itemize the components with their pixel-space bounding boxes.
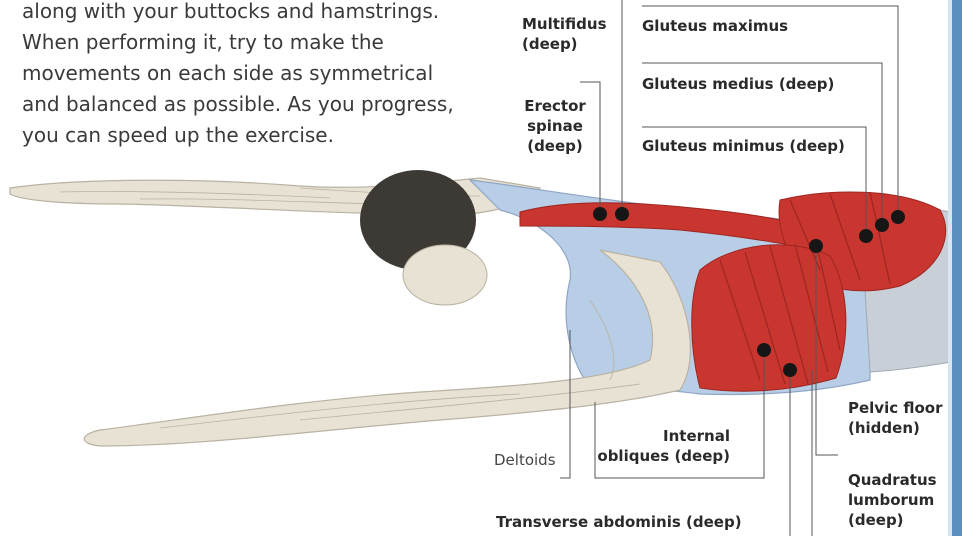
label-quadratus-lumborum: Quadratus lumborum (deep) <box>848 470 937 530</box>
intro-line: and balanced as possible. As you progres… <box>22 89 492 120</box>
dot-erector-spinae <box>593 207 607 221</box>
dot-internal-obliques <box>757 343 771 357</box>
dot-transverse-abdominis <box>783 363 797 377</box>
dot-gluteus-minimus <box>859 229 873 243</box>
label-gluteus-maximus: Gluteus maximus <box>642 16 788 36</box>
label-text: Erector <box>518 96 592 116</box>
label-text: (deep) <box>848 510 937 530</box>
dot-gluteus-maximus <box>891 210 905 224</box>
dot-gluteus-medius <box>875 218 889 232</box>
label-text: Multifidus <box>522 14 607 34</box>
label-gluteus-minimus: Gluteus minimus (deep) <box>642 136 845 156</box>
intro-line: movements on each side as symmetrical <box>22 58 492 89</box>
label-text: (deep) <box>518 136 592 156</box>
label-text: (deep) <box>522 34 607 54</box>
label-text: Deltoids <box>494 450 556 470</box>
label-transverse-abdominis: Transverse abdominis (deep) <box>496 512 742 532</box>
page-edge-band <box>952 0 962 536</box>
dot-multifidus <box>615 207 629 221</box>
label-pelvic-floor: Pelvic floor (hidden) <box>848 398 942 438</box>
label-multifidus: Multifidus (deep) <box>522 14 607 54</box>
label-text: Internal <box>596 426 730 446</box>
label-text: obliques (deep) <box>596 446 730 466</box>
label-text: Transverse abdominis (deep) <box>496 512 742 532</box>
label-deltoids: Deltoids <box>494 450 556 470</box>
intro-line: along with your buttocks and hamstrings. <box>22 0 492 27</box>
face <box>403 245 487 305</box>
intro-line: you can speed up the exercise. <box>22 120 492 151</box>
dot-pelvic-floor <box>809 239 823 253</box>
intro-paragraph: along with your buttocks and hamstrings.… <box>22 0 492 151</box>
label-gluteus-medius: Gluteus medius (deep) <box>642 74 834 94</box>
label-internal-obliques: Internal obliques (deep) <box>596 426 730 466</box>
abdominal-muscles <box>692 245 846 391</box>
label-text: Pelvic floor <box>848 398 942 418</box>
label-erector-spinae: Erector spinae (deep) <box>518 96 592 156</box>
label-text: (hidden) <box>848 418 942 438</box>
leader-gluteus-maximus <box>642 6 898 216</box>
label-text: Gluteus medius (deep) <box>642 74 834 94</box>
intro-line: When performing it, try to make the <box>22 27 492 58</box>
label-text: Gluteus minimus (deep) <box>642 136 845 156</box>
label-text: Gluteus maximus <box>642 16 788 36</box>
label-text: lumborum <box>848 490 937 510</box>
label-text: Quadratus <box>848 470 937 490</box>
label-text: spinae <box>518 116 592 136</box>
